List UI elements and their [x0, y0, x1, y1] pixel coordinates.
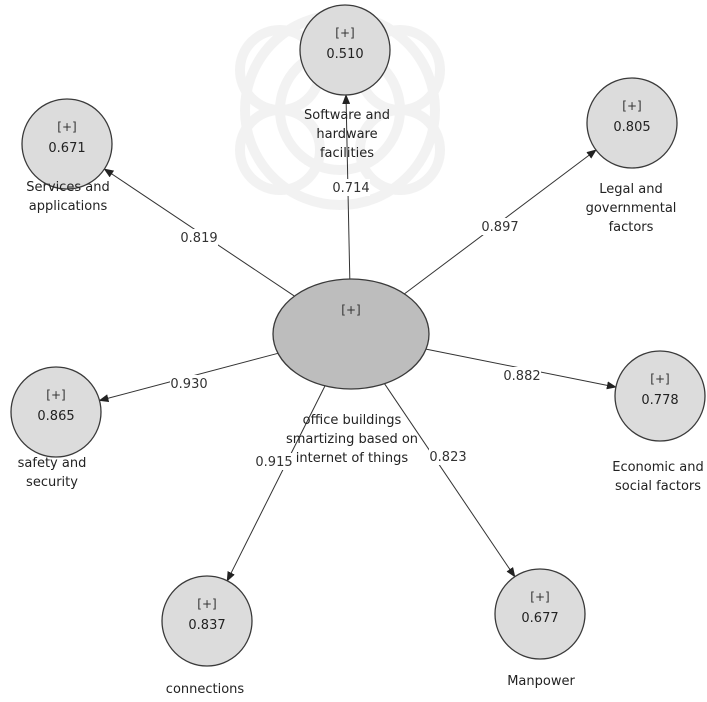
construct-label-line: facilities	[320, 146, 374, 161]
construct-node-safety[interactable]: [+] 0.865	[10, 366, 102, 458]
path-coefficient-bg	[180, 229, 218, 246]
edges-layer: 0.714 0.897 0.819 0.882 0.930 0.915 0.823	[98, 94, 617, 582]
construct-label-line: safety and	[18, 456, 87, 471]
path-coefficient-safety: 0.930	[170, 375, 208, 392]
path-coefficient-connections: 0.915	[255, 453, 293, 470]
construct-node-manpower[interactable]: [+] 0.677	[494, 568, 586, 660]
path-coefficient-bg	[170, 375, 208, 392]
expand-badge[interactable]: [+]	[197, 597, 216, 611]
construct-node-connections[interactable]: [+] 0.837	[161, 575, 253, 667]
construct-circle[interactable]	[10, 366, 102, 458]
r-squared-value: 0.677	[521, 611, 558, 626]
path-arrow-manpower	[384, 383, 516, 578]
center-ellipse[interactable]	[272, 278, 430, 390]
path-coefficient-manpower: 0.823	[429, 448, 467, 465]
expand-badge[interactable]: [+]	[46, 388, 65, 402]
expand-badge[interactable]: [+]	[530, 590, 549, 604]
r-squared-value: 0.671	[48, 141, 85, 156]
path-coefficient-bg	[332, 179, 370, 196]
construct-node-services[interactable]: [+] 0.671	[21, 98, 113, 190]
construct-label-line: factors	[609, 220, 654, 235]
r-squared-value: 0.510	[326, 47, 363, 62]
construct-node-legal[interactable]: [+] 0.805	[586, 77, 678, 169]
path-coefficient-text: 0.714	[332, 181, 369, 196]
construct-node-economic[interactable]: [+] 0.778	[614, 350, 706, 442]
path-coefficient-bg	[481, 218, 519, 235]
construct-label-line: Economic and	[612, 460, 704, 475]
path-coefficient-text: 0.882	[503, 369, 540, 384]
construct-circle[interactable]	[299, 4, 391, 96]
construct-circle[interactable]	[21, 98, 113, 190]
path-coefficient-services: 0.819	[180, 229, 218, 246]
construct-circle[interactable]	[161, 575, 253, 667]
path-coefficient-legal: 0.897	[481, 218, 519, 235]
expand-badge[interactable]: [+]	[650, 372, 669, 386]
center-expand-badge[interactable]: [+]	[341, 303, 360, 317]
construct-label-line: Manpower	[507, 674, 575, 689]
path-coefficient-economic: 0.882	[503, 367, 541, 384]
path-coefficient-bg	[503, 367, 541, 384]
path-coefficient-text: 0.823	[429, 450, 466, 465]
r-squared-value: 0.778	[641, 393, 678, 408]
construct-label-line: applications	[29, 199, 108, 214]
construct-label-line: governmental	[586, 201, 677, 216]
path-coefficient-bg	[429, 448, 467, 465]
path-coefficient-text: 0.897	[481, 220, 518, 235]
construct-circle[interactable]	[494, 568, 586, 660]
construct-circle[interactable]	[614, 350, 706, 442]
expand-badge[interactable]: [+]	[622, 99, 641, 113]
r-squared-value: 0.865	[37, 409, 74, 424]
construct-label-line: hardware	[316, 127, 377, 142]
center-label-line: office buildings	[303, 413, 402, 428]
center-node[interactable]: [+] office buildings smartizing based on in…	[272, 278, 430, 466]
center-label-line: smartizing based on	[286, 432, 418, 447]
construct-label-line: security	[26, 475, 78, 490]
path-coefficient-text: 0.930	[170, 377, 207, 392]
construct-label-line: connections	[166, 682, 245, 697]
construct-node-software[interactable]: [+] 0.510	[299, 4, 391, 96]
path-coefficient-text: 0.819	[180, 231, 217, 246]
center-label-line: internet of things	[296, 451, 409, 466]
r-squared-value: 0.837	[188, 618, 225, 633]
construct-circle[interactable]	[586, 77, 678, 169]
construct-label-line: Legal and	[599, 182, 662, 197]
construct-label-line: Services and	[26, 180, 109, 195]
path-coefficient-bg	[255, 453, 293, 470]
construct-label-line: Software and	[304, 108, 390, 123]
construct-label-line: social factors	[615, 479, 701, 494]
r-squared-value: 0.805	[613, 120, 650, 135]
expand-badge[interactable]: [+]	[57, 120, 76, 134]
path-coefficient-text: 0.915	[255, 455, 292, 470]
path-coefficient-software: 0.714	[332, 179, 370, 196]
expand-badge[interactable]: [+]	[335, 26, 354, 40]
path-arrow-connections	[226, 385, 326, 582]
